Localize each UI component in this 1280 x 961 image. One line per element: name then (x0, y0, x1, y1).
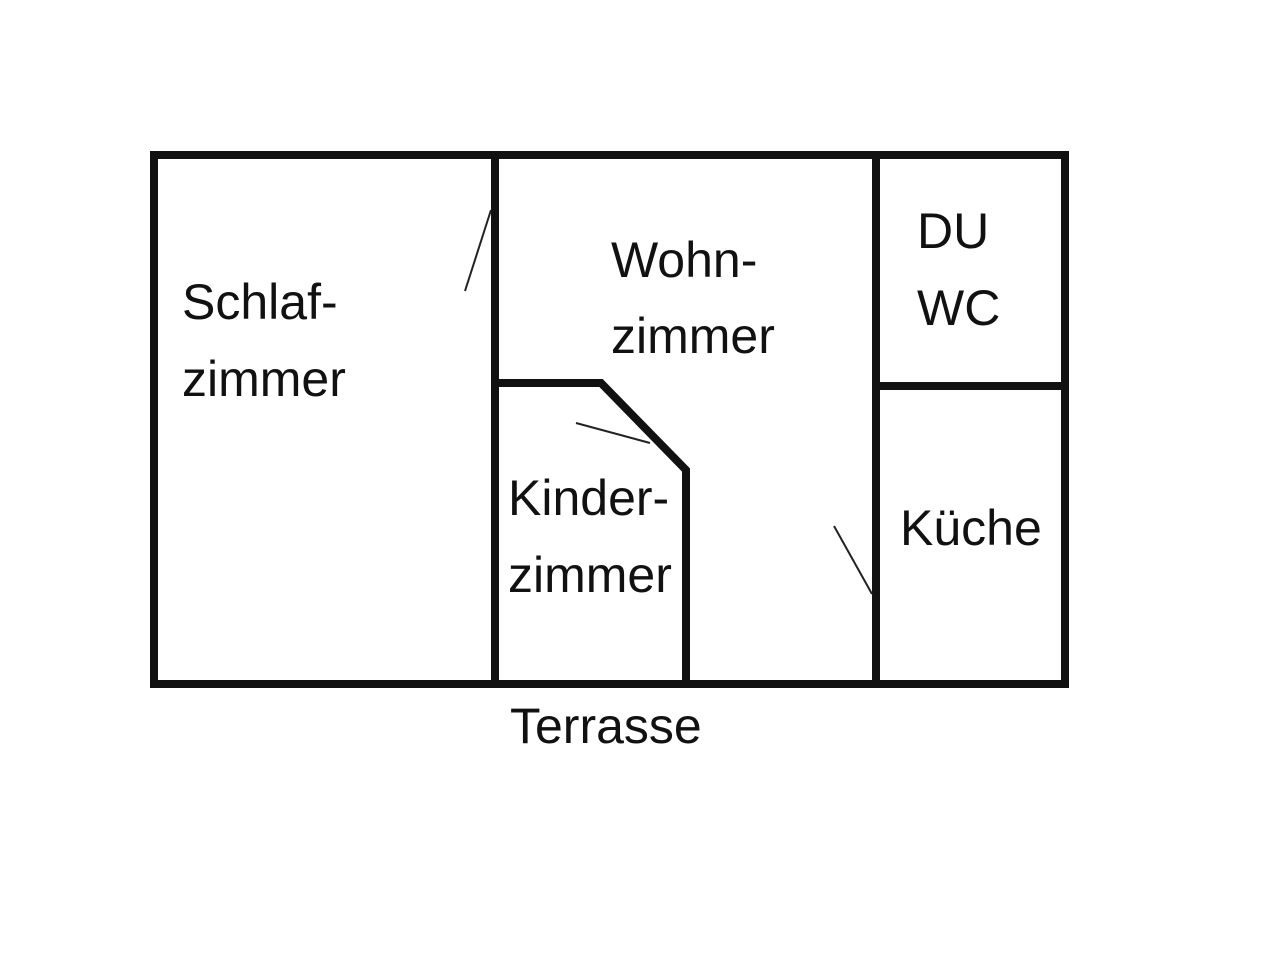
outer-wall (150, 151, 1069, 688)
schlafzimmer-label-line2: zimmer (182, 351, 346, 407)
wc-label: WC (917, 280, 1000, 336)
kinderzimmer-label-line1: Kinder- (508, 470, 669, 526)
schlafzimmer-label-line1: Schlaf- (182, 274, 338, 330)
wohnzimmer-label-line2: zimmer (611, 308, 775, 364)
door-kueche (833, 525, 873, 595)
wall-kinderzimmer (491, 379, 690, 688)
kinderzimmer-label-line2: zimmer (508, 547, 672, 603)
wohnzimmer-label-line1: Wohn- (611, 232, 757, 288)
door-kinderzimmer (575, 422, 651, 444)
kueche-label: Küche (900, 500, 1042, 556)
du-label: DU (917, 203, 989, 259)
door-schlafzimmer (464, 209, 492, 292)
terrasse-label: Terrasse (510, 698, 702, 754)
